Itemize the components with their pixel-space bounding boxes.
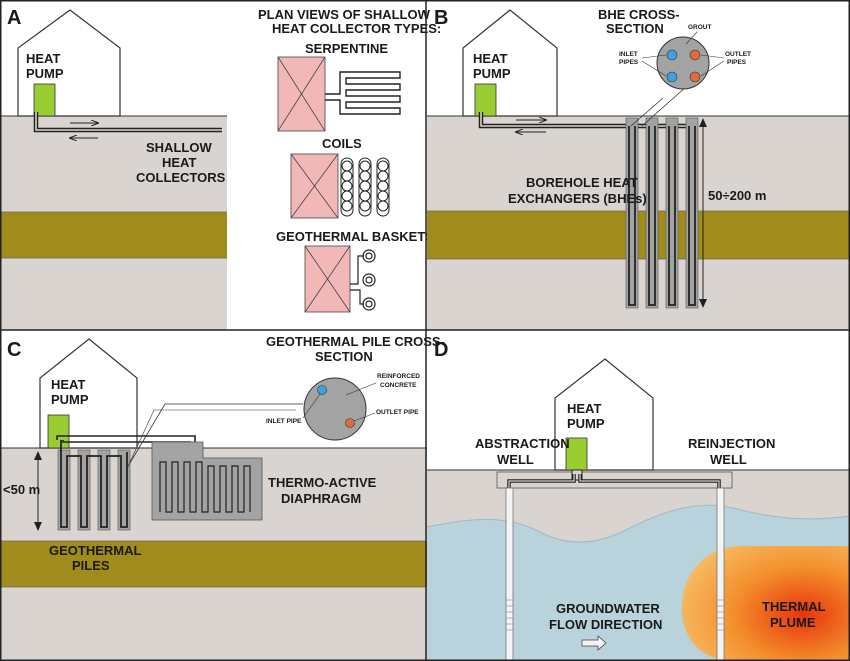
pile [77, 449, 91, 531]
depth-label-c: <50 m [3, 482, 40, 497]
coil-loops [340, 157, 390, 217]
outlet-pipe-label: OUTLET PIPE [376, 409, 419, 416]
diaphragm-label-1: THERMO-ACTIVE [268, 475, 377, 490]
panel-b: B HEAT PUMP [427, 7, 850, 330]
heat-pump-label-b-2: PUMP [473, 66, 511, 81]
reinjection-label-2: WELL [710, 452, 747, 467]
flow-direction-arrow [581, 635, 607, 651]
panel-c: C HEAT PUMP <50 m THERMO-ACTIVE DIAPHRAG… [0, 334, 445, 661]
plan-title-2: HEAT COLLECTOR TYPES: [272, 21, 441, 36]
type-baskets-label: GEOTHERMAL BASKETS [276, 229, 434, 244]
serpentine-pipe [325, 71, 401, 115]
outlet-pipe-dot [689, 71, 701, 83]
plume-label-1: THERMAL [762, 599, 826, 614]
thermo-active-diaphragm [151, 441, 263, 521]
heat-pump-a [33, 83, 56, 117]
borehole [665, 117, 679, 309]
plan-title-1: PLAN VIEWS OF SHALLOW [258, 7, 431, 22]
bhe-label-2: EXCHANGERS (BHEs) [508, 191, 647, 206]
abstraction-well [505, 487, 514, 661]
inlet-pipe-dot [666, 49, 678, 61]
groundwater-label-1: GROUNDWATER [556, 601, 660, 616]
abstraction-label-1: ABSTRACTION [475, 436, 570, 451]
panel-letter-b: B [434, 7, 448, 29]
heat-pump-label-c-1: HEAT [51, 377, 85, 392]
abstraction-label-2: WELL [497, 452, 534, 467]
collectors-label-1: SHALLOW [146, 140, 212, 155]
heat-pump-label-d-1: HEAT [567, 401, 601, 416]
panel-a: A HEAT PUMP SHALLOW HEAT COLLECTORS PLAN… [0, 7, 441, 330]
reinjection-label-1: REINJECTION [688, 436, 775, 451]
clay-layer-b [427, 211, 850, 259]
clay-layer-a [0, 212, 227, 258]
heat-pump-label-d-2: PUMP [567, 416, 605, 431]
inlet-label-1: INLET [619, 51, 638, 58]
outlet-label-2: PIPES [727, 59, 747, 66]
heat-pump-label-a-1: HEAT [26, 51, 60, 66]
outlet-pipe-dot [345, 418, 355, 428]
borehole [685, 117, 699, 309]
borehole [645, 117, 659, 309]
pile [117, 449, 131, 531]
inlet-pipe-dot [317, 385, 327, 395]
pile [57, 449, 71, 531]
bhe-cross-title-2: SECTION [606, 21, 664, 36]
geothermal-piles [57, 440, 131, 531]
heat-pump-label-b-1: HEAT [473, 51, 507, 66]
borehole [625, 117, 639, 309]
outlet-label-1: OUTLET [725, 51, 751, 58]
reinforced-label-1: REINFORCED [377, 373, 420, 380]
collectors-label-2: HEAT [162, 155, 196, 170]
heat-pump-label-c-2: PUMP [51, 392, 89, 407]
bhe-cross-section [656, 36, 710, 90]
reinforced-label-2: CONCRETE [380, 382, 417, 389]
pile-cross-title-1: GEOTHERMAL PILE CROSS- [266, 334, 445, 349]
pile [97, 449, 111, 531]
inlet-label-2: PIPES [619, 59, 639, 66]
piles-label-1: GEOTHERMAL [49, 543, 142, 558]
heat-pump-label-a-2: PUMP [26, 66, 64, 81]
type-coils-label: COILS [322, 136, 362, 151]
panel-letter-c: C [7, 339, 21, 361]
type-serpentine-label: SERPENTINE [305, 41, 388, 56]
groundwater-label-2: FLOW DIRECTION [549, 617, 662, 632]
callout-line-c [126, 403, 303, 469]
borehole-heat-exchangers [625, 117, 699, 309]
plume-label-2: PLUME [770, 615, 816, 630]
piles-label-2: PILES [72, 558, 110, 573]
bhe-label-1: BOREHOLE HEAT [526, 175, 638, 190]
basket-loops [350, 249, 376, 311]
panel-letter-d: D [434, 339, 448, 361]
collectors-label-3: COLLECTORS [136, 170, 226, 185]
pile-cross-section [303, 377, 367, 441]
diaphragm-label-2: DIAPHRAGM [281, 491, 361, 506]
inlet-pipe-label: INLET PIPE [266, 418, 302, 425]
reinjection-well [716, 487, 725, 661]
diaphragm-loop [159, 461, 251, 513]
outlet-pipe-dot [689, 49, 701, 61]
pile-cross-title-2: SECTION [315, 349, 373, 364]
depth-label-b: 50÷200 m [708, 188, 766, 203]
panel-d: D HEAT PUMP ABSTRACTION WELL REINJECTION… [426, 339, 850, 661]
panel-letter-a: A [7, 7, 21, 29]
callout-line-b [630, 97, 664, 127]
grout-label: GROUT [688, 24, 712, 31]
heat-pump-c [47, 414, 70, 449]
heat-pump-b [474, 83, 497, 117]
clay-layer-c [0, 541, 427, 587]
bhe-cross-title-1: BHE CROSS- [598, 7, 680, 22]
inlet-pipe-dot [666, 71, 678, 83]
